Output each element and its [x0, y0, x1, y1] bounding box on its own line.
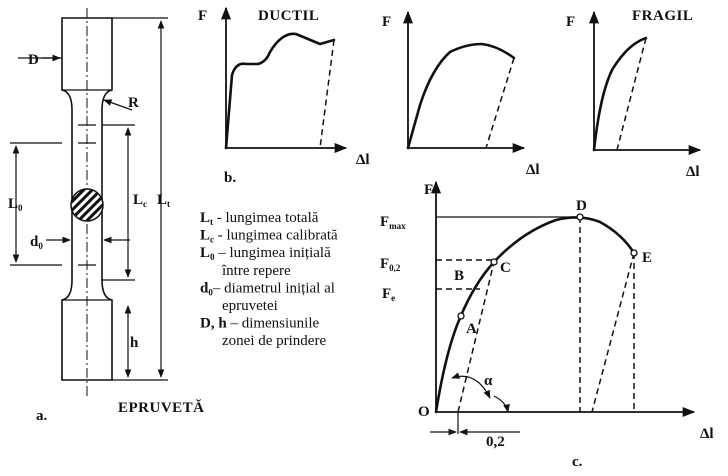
label-point-E: E — [642, 250, 652, 266]
label-point-A: A — [466, 321, 477, 337]
graph-fragil-F: F — [566, 14, 575, 30]
graph-main-F: F — [424, 182, 433, 198]
label-Fe: Fe — [382, 286, 395, 303]
label-point-C: C — [500, 260, 511, 276]
legend-line: D, h – dimensiunile — [200, 316, 320, 332]
label-Fmax: Fmax — [380, 214, 406, 231]
graph-fragil-title: FRAGIL — [632, 8, 693, 24]
panel-c-label: c. — [572, 454, 583, 470]
legend-text: – diametrul inițial al — [212, 280, 335, 296]
graph-middle: F Δl — [382, 10, 540, 178]
graph-ductil: F DUCTIL Δl b. — [198, 6, 370, 186]
graph-main-dl: Δl — [700, 426, 714, 442]
point-E — [630, 249, 638, 257]
legend-text: – lungimea inițială — [215, 245, 332, 261]
legend-symbol: L — [200, 245, 210, 261]
graph-main: F Δl Fmax F0,2 Fe A B C D E O α — [380, 180, 714, 470]
point-D — [576, 213, 584, 221]
legend-line: zonei de prindere — [222, 333, 326, 349]
legend-line: Lt - lungimea totală — [200, 210, 319, 227]
legend-text: - lungimea calibrată — [214, 228, 338, 244]
label-Lt: Lt — [157, 192, 170, 209]
graph-ductil-F: F — [198, 8, 207, 24]
legend-line: între repere — [221, 263, 291, 279]
graph-middle-dl: Δl — [526, 162, 540, 178]
legend-subscript: t — [210, 217, 213, 227]
label-offset-02: 0,2 — [486, 434, 505, 450]
label-Lc: Lc — [133, 192, 147, 209]
legend-line: L0 – lungimea inițială — [200, 245, 331, 262]
fragil-curve — [592, 36, 648, 152]
legend-subscript: 0 — [210, 252, 215, 262]
graph-fragil: F FRAGIL Δl — [566, 8, 702, 180]
legend-symbol: D, h — [200, 316, 227, 332]
label-alpha: α — [484, 373, 493, 389]
legend-symbol: L — [200, 210, 210, 226]
label-d0: d0 — [30, 234, 43, 251]
legend-line: Lc - lungimea calibrată — [200, 228, 338, 245]
legend-symbol: d — [200, 280, 209, 296]
label-F02: F0,2 — [380, 256, 401, 273]
label-point-D: D — [576, 198, 587, 214]
label-origin-O: O — [418, 404, 430, 420]
ductil-curve — [224, 32, 336, 150]
point-C — [490, 258, 498, 266]
label-D: D — [28, 52, 39, 68]
graph-middle-F: F — [382, 14, 391, 30]
cross-section-circle — [70, 188, 104, 222]
label-h: h — [130, 335, 139, 351]
legend-line: d0– diametrul inițial al — [200, 280, 335, 297]
label-point-B: B — [454, 268, 464, 284]
graph-ductil-dl: Δl — [356, 152, 370, 168]
label-R: R — [128, 95, 139, 111]
legend-text: – dimensiunile — [227, 316, 320, 332]
label-L0: L0 — [8, 196, 23, 213]
legend-text: - lungimea totală — [213, 210, 319, 226]
panel-b-label: b. — [224, 170, 236, 186]
legend-subscript: 0 — [208, 287, 213, 297]
legend-symbol: L — [200, 228, 210, 244]
graph-fragil-dl: Δl — [686, 164, 700, 180]
legend-line: epruvetei — [222, 298, 278, 314]
legend-subscript: c — [210, 235, 214, 245]
specimen-caption: EPRUVETĂ — [118, 399, 205, 416]
specimen-drawing: D R L0 d0 Lc Lt h EPRUVETĂ a. — [8, 8, 205, 424]
point-A — [457, 312, 465, 320]
graph-ductil-title: DUCTIL — [258, 8, 319, 24]
panel-a-label: a. — [36, 408, 48, 424]
middle-curve — [406, 42, 516, 150]
main-curve — [434, 216, 636, 414]
